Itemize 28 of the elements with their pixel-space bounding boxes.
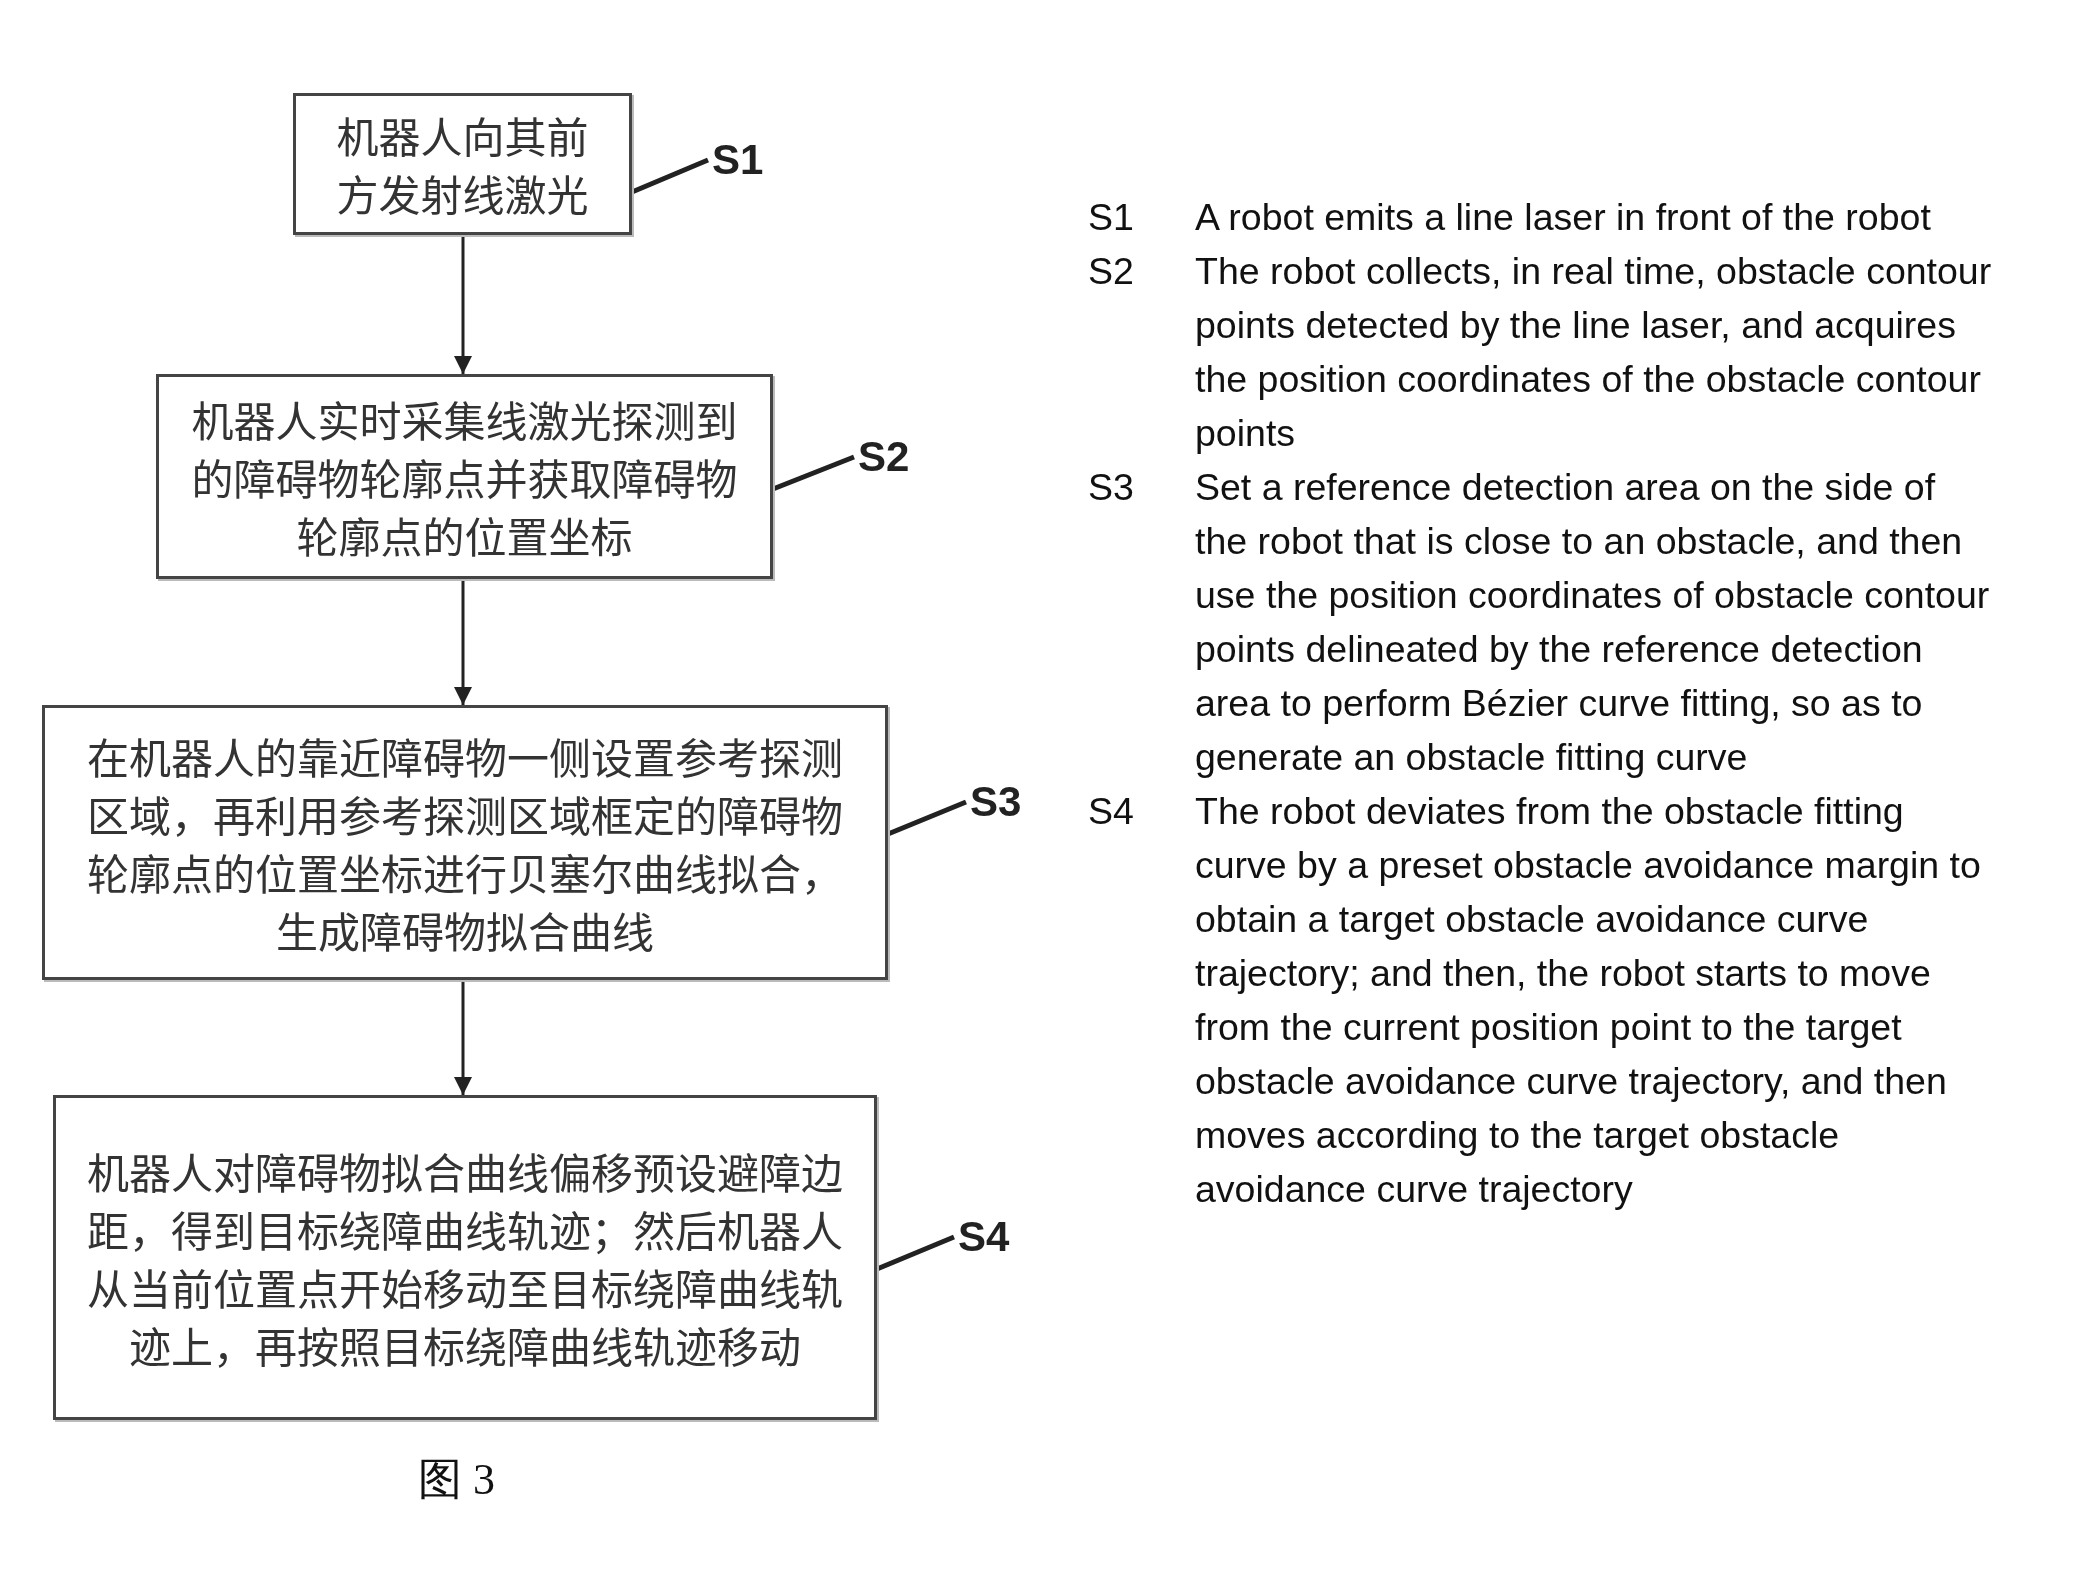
- step-number: S1: [712, 135, 772, 185]
- process-box: [53, 1095, 877, 1420]
- step-text: 机器人对障碍物拟合曲线偏移预设避障边距，得到目标绕障曲线轨迹；然后机器人从当前位置点开始移动至目标绕障曲线轨迹上，再按照目标绕障曲线轨迹移动: [86, 1141, 844, 1374]
- figure-caption: 图 3: [418, 1454, 495, 1506]
- step-description: The robot deviates from the obstacle fitting curve by a preset obstacle avoidance margin to obtain a target obstacle avoidance curve trajectory; and then, the robot starts to move from the current position point to the target obstacle avoidance curve trajectory, and then moves according to the target obstacle avoidance curve trajectory: [1195, 789, 1982, 1212]
- step-number: S2: [858, 432, 918, 482]
- step-description: Set a reference detection area on the side of the robot that is close to an obstacle, and then use the position coordinates of obstacle contour points delineated by the reference detection area to perform Bézier curve fitting, so as to generate an obstacle fitting curve: [1195, 465, 1991, 780]
- step-text: 在机器人的靠近障碍物一侧设置参考探测区域，再利用参考探测区域框定的障碍物轮廓点的位置坐标进行贝塞尔曲线拟合，生成障碍物拟合曲线: [86, 726, 844, 959]
- step-number: S3: [970, 777, 1030, 827]
- leader-line: [887, 799, 967, 837]
- leader-line: [876, 1234, 955, 1272]
- step-text: 机器人向其前方发射线激光: [336, 106, 589, 222]
- leader-line: [772, 454, 855, 492]
- arrow: [454, 579, 472, 705]
- step-number: S4: [1088, 789, 1135, 834]
- arrow: [454, 980, 472, 1095]
- step-description: The robot collects, in real time, obstacle contour points detected by the line laser, and acquires the position coordinates of the obstacle contour points: [1195, 249, 1993, 456]
- process-box: [156, 374, 773, 579]
- step-description: A robot emits a line laser in front of the robot: [1195, 195, 1932, 240]
- step-number: S1: [1088, 195, 1135, 240]
- step-number: S2: [1088, 249, 1135, 294]
- step-number: S3: [1088, 465, 1135, 510]
- step-text: 机器人实时采集线激光探测到的障碍物轮廓点并获取障碍物轮廓点的位置坐标: [190, 389, 739, 564]
- process-box: [42, 705, 888, 980]
- leader-line: [631, 157, 709, 195]
- arrow: [454, 235, 472, 374]
- step-number: S4: [958, 1212, 1018, 1262]
- process-box: [293, 93, 632, 235]
